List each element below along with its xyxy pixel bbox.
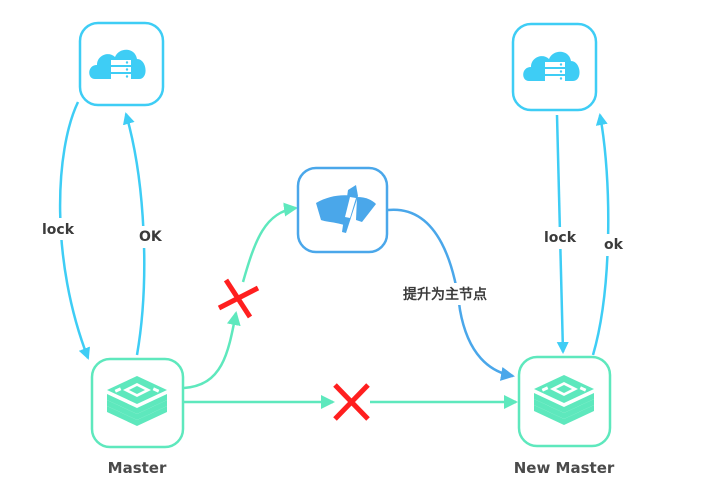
- node-sentinel[interactable]: [296, 166, 389, 254]
- edge-master-sentinel-upper: [241, 202, 298, 283]
- node-label-master: Master: [108, 459, 167, 477]
- edge-master-sentinel-lower: [183, 311, 241, 390]
- cloud-server-icon: [89, 49, 146, 79]
- edge-label-promote: 提升为主节点: [402, 283, 502, 305]
- edge-label-text: ok: [604, 237, 624, 253]
- node-master[interactable]: Master: [90, 357, 185, 477]
- edge-label-text: lock: [544, 230, 577, 246]
- failure-x-mark-upper: [217, 278, 260, 319]
- edge-label-text: lock: [42, 222, 75, 238]
- node-new-master[interactable]: New Master: [514, 355, 615, 477]
- edge-promote: [387, 208, 515, 381]
- node-label-new-master: New Master: [514, 459, 615, 477]
- node-cloud-right[interactable]: [511, 22, 598, 112]
- edge-label-right-ok: ok: [603, 234, 629, 256]
- node-cloud-left[interactable]: [78, 21, 165, 107]
- edge-label-left-lock: lock: [40, 218, 78, 240]
- edge-label-text: OK: [139, 229, 163, 245]
- edge-left-lock: [58, 101, 90, 360]
- cloud-server-icon: [523, 51, 580, 81]
- edge-label-left-ok: OK: [138, 226, 166, 248]
- sentinel-flag-icon: [316, 185, 376, 233]
- failure-x-mark-lower: [333, 383, 370, 421]
- edge-label-right-lock: lock: [543, 227, 581, 249]
- redis-stack-icon: [534, 375, 594, 425]
- redis-stack-icon: [107, 376, 167, 426]
- edge-label-text: 提升为主节点: [403, 286, 487, 303]
